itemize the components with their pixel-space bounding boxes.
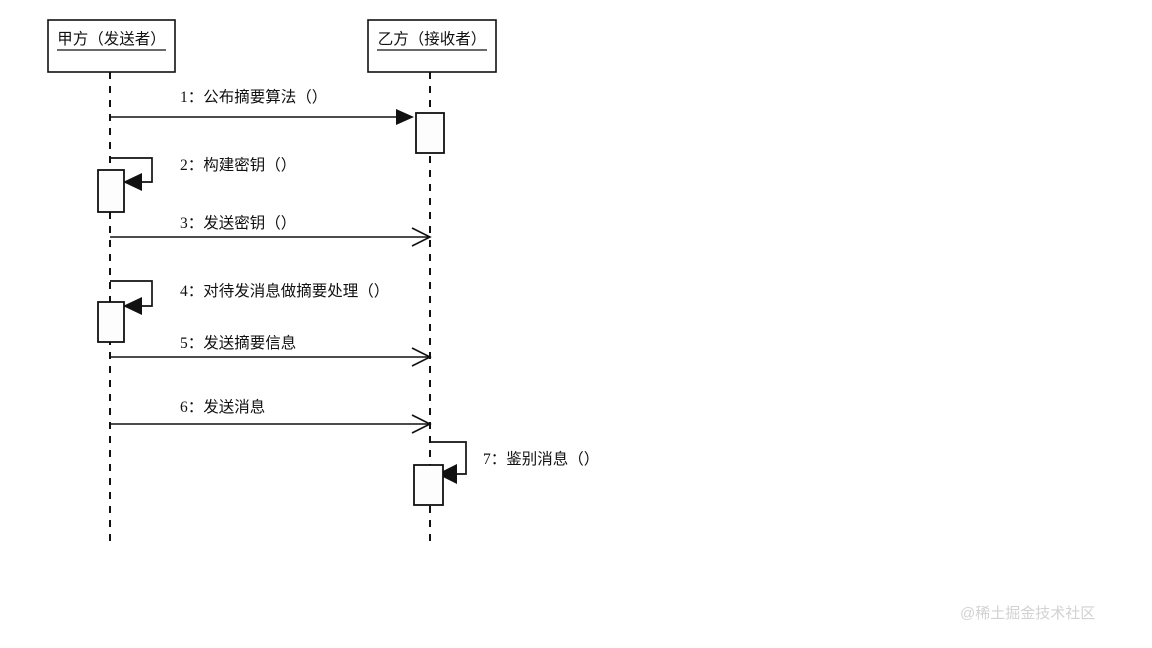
message-5-label: 5：发送摘要信息	[180, 334, 296, 352]
lifeline-sender: 甲方（发送者）	[47, 19, 176, 546]
message-2: 2：构建密钥（）	[110, 156, 296, 191]
message-7: 7：鉴别消息（）	[430, 441, 599, 484]
message-3-label: 3：发送密钥（）	[180, 214, 296, 232]
activation-receiver-7	[413, 464, 444, 506]
message-7-label: 7：鉴别消息（）	[483, 450, 599, 468]
message-4-arrowhead-solid	[123, 297, 142, 315]
activation-sender-2	[97, 169, 125, 213]
message-7-hook-path	[430, 441, 467, 475]
message-1-label: 1：公布摘要算法（）	[180, 87, 327, 106]
message-5-arrowhead-open	[411, 347, 432, 367]
lifeline-sender-box	[47, 19, 176, 73]
message-2-arrowhead-solid	[123, 173, 142, 191]
message-5: 5：发送摘要信息	[110, 334, 432, 367]
lifeline-receiver-box	[367, 19, 497, 73]
activation-sender-4	[97, 301, 125, 343]
message-1: 1：公布摘要算法（）	[110, 87, 414, 125]
message-4: 4：对待发消息做摘要处理（）	[110, 280, 389, 315]
message-7-arrowhead-solid	[437, 464, 457, 484]
message-6: 6：发送消息	[110, 398, 432, 434]
message-4-label: 4：对待发消息做摘要处理（）	[180, 282, 389, 300]
message-6-arrowhead-open	[411, 414, 432, 434]
message-6-label: 6：发送消息	[180, 398, 265, 416]
message-3: 3：发送密钥（）	[110, 214, 432, 247]
lifeline-receiver-label: 乙方（接收者）	[378, 30, 487, 48]
message-1-arrowhead-solid	[396, 109, 414, 125]
message-3-arrowhead-open	[411, 227, 432, 247]
watermark-label: @稀土掘金技术社区	[960, 605, 1095, 622]
message-2-label: 2：构建密钥（）	[180, 156, 296, 174]
lifeline-sender-label: 甲方（发送者）	[57, 30, 166, 48]
message-2-hook-path	[110, 157, 153, 183]
message-4-hook-path	[110, 280, 153, 307]
activation-receiver-1	[415, 112, 445, 154]
